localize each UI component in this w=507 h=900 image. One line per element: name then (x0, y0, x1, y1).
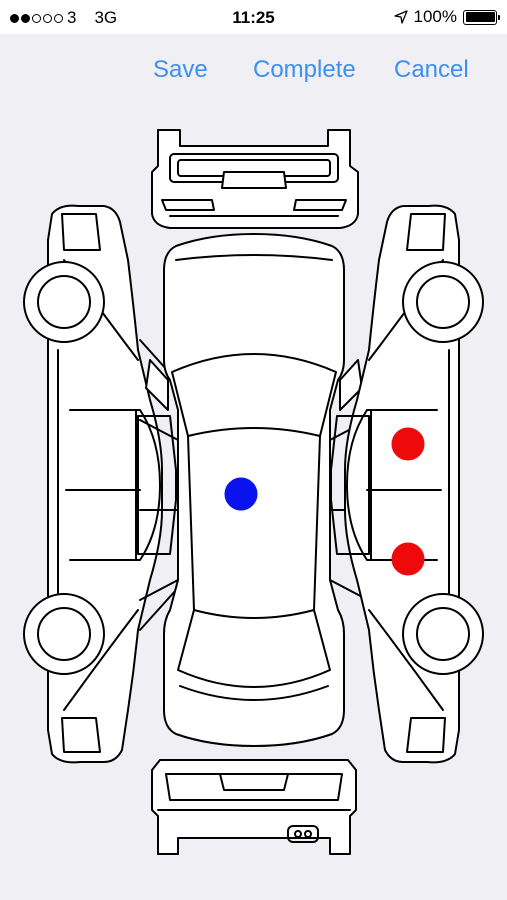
damage-marker-red[interactable] (392, 543, 424, 575)
car-front-view[interactable] (152, 130, 358, 228)
location-arrow-icon (393, 10, 408, 24)
cancel-button[interactable]: Cancel (394, 56, 469, 83)
save-button[interactable]: Save (153, 56, 208, 83)
signal-area: 3 3G (10, 8, 117, 28)
status-time: 11:25 (232, 8, 275, 27)
battery-icon (463, 9, 500, 25)
network-type: 3G (94, 8, 118, 27)
vehicle-damage-diagram[interactable] (0, 110, 507, 870)
car-right-side-view[interactable] (331, 206, 483, 763)
complete-button[interactable]: Complete (253, 56, 356, 83)
toolbar: Save Complete Cancel (0, 56, 507, 90)
damage-marker-blue[interactable] (225, 478, 257, 510)
signal-dots-icon (10, 13, 63, 23)
car-left-side-view[interactable] (24, 206, 176, 763)
carrier-name: 3 (67, 8, 77, 27)
damage-marker-red[interactable] (392, 428, 424, 460)
battery-percent: 100% (413, 7, 457, 26)
status-bar: 3 3G 11:25 100% (0, 0, 507, 34)
car-rear-view[interactable] (152, 760, 356, 854)
status-right: 100% (393, 7, 500, 27)
